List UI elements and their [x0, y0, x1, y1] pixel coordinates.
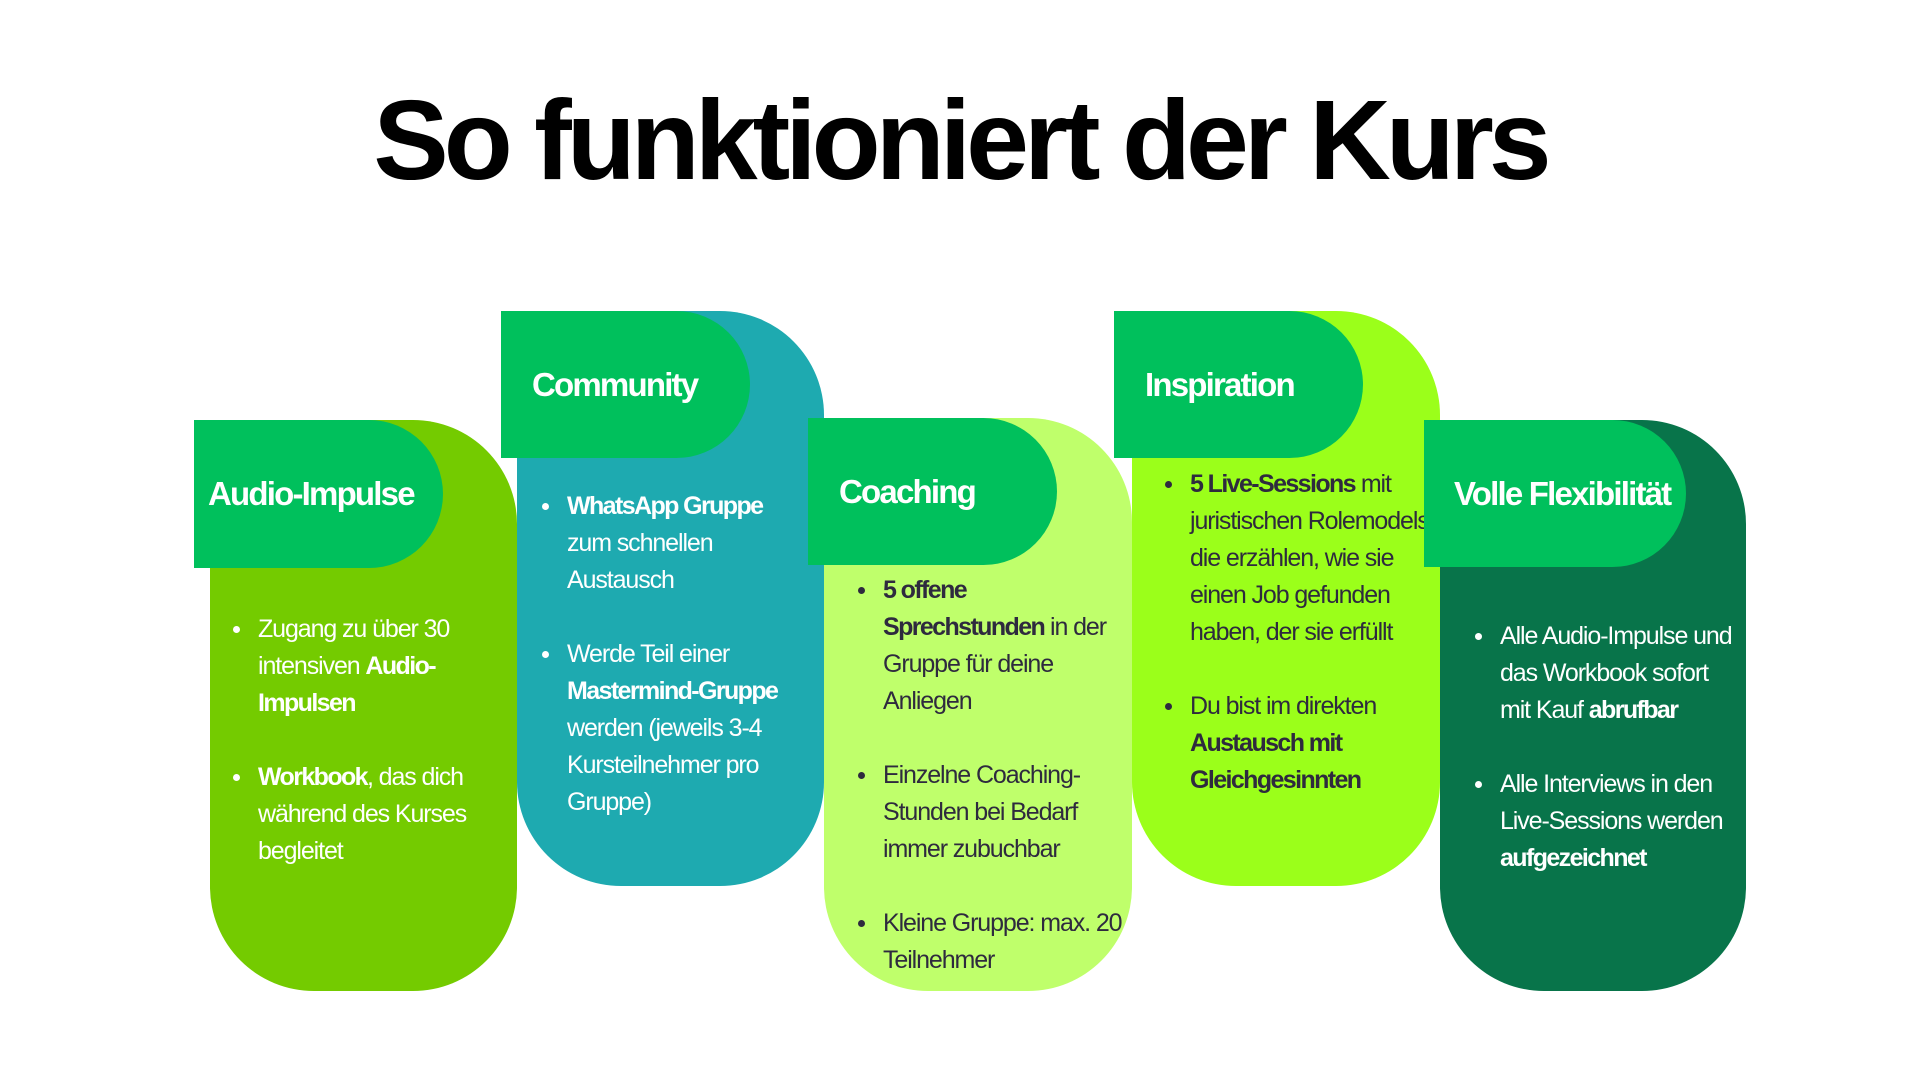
list-item: 5 Live-Sessions mit juristischen Rolemod…: [1165, 466, 1436, 651]
list-volle-flexibilitaet: Alle Audio-Impulse und das Workbook sofo…: [1475, 618, 1737, 877]
list-item: WhatsApp Gruppe zum schnellen Austausch: [542, 488, 812, 599]
list-community: WhatsApp Gruppe zum schnellen Austausch …: [542, 488, 812, 821]
tab-volle-flexibilitaet: Volle Flexibilität: [1424, 420, 1686, 567]
list-coaching: 5 offene Sprechstunden in der Gruppe für…: [858, 572, 1128, 979]
page-title: So funktioniert der Kurs: [373, 77, 1551, 203]
list-item: Alle Interviews in den Live-Sessions wer…: [1475, 766, 1737, 877]
list-item: Werde Teil einer Mastermind-Gruppe werde…: [542, 636, 812, 821]
list-item: Kleine Gruppe: max. 20 Teilnehmer: [858, 905, 1128, 979]
list-item: Einzelne Coaching-Stunden bei Bedarf imm…: [858, 757, 1128, 868]
tab-audio-impulse: Audio-Impulse: [194, 420, 443, 568]
list-item: Alle Audio-Impulse und das Workbook sofo…: [1475, 618, 1737, 729]
list-item: 5 offene Sprechstunden in der Gruppe für…: [858, 572, 1128, 720]
list-item: Workbook, das dich während des Kurses be…: [233, 759, 503, 870]
tab-community: Community: [501, 311, 750, 458]
list-item: Zugang zu über 30 intensiven Audio-Impul…: [233, 611, 503, 722]
tab-inspiration: Inspiration: [1114, 311, 1363, 458]
tab-coaching: Coaching: [808, 418, 1057, 565]
list-item: Du bist im direkten Austausch mit Gleich…: [1165, 688, 1435, 799]
list-audio-impulse: Zugang zu über 30 intensiven Audio-Impul…: [233, 611, 503, 870]
list-inspiration: 5 Live-Sessions mit juristischen Rolemod…: [1165, 466, 1436, 799]
